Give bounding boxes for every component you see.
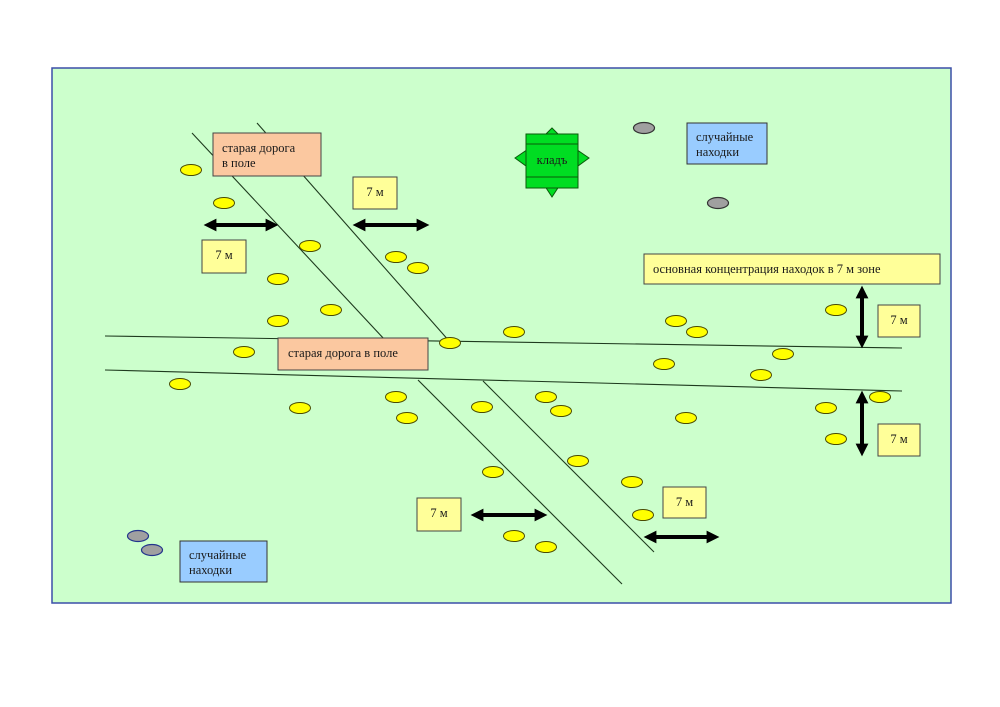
find-marker xyxy=(213,197,235,209)
find-marker xyxy=(815,402,837,414)
random-finds-bottom-line1: случайные xyxy=(189,548,247,562)
find-marker xyxy=(299,240,321,252)
main-concentration-text: основная концентрация находок в 7 м зоне xyxy=(653,262,881,276)
field-area xyxy=(51,67,952,604)
find-marker xyxy=(320,304,342,316)
find-marker xyxy=(825,433,847,445)
road-diagonal-left-edge-lower xyxy=(417,379,623,585)
distance-label-text: 7 м xyxy=(430,506,447,520)
find-marker xyxy=(750,369,772,381)
find-marker xyxy=(535,391,557,403)
random-finds xyxy=(126,121,730,557)
find-marker xyxy=(289,402,311,414)
find-marker xyxy=(869,391,891,403)
finds xyxy=(169,164,891,553)
road-horizontal-bottom-edge xyxy=(104,369,903,392)
distance-label-lower-right: 7 м xyxy=(662,486,707,519)
treasure-marker: кладъ xyxy=(514,127,590,198)
distance-label-text: 7 м xyxy=(676,495,693,509)
find-marker xyxy=(180,164,202,176)
distance-label-text: 7 м xyxy=(890,432,907,446)
find-marker xyxy=(535,541,557,553)
find-marker xyxy=(503,326,525,338)
find-marker xyxy=(675,412,697,424)
find-marker xyxy=(385,251,407,263)
distance-label-right-upper: 7 м xyxy=(877,304,921,338)
distance-arrows xyxy=(203,218,869,544)
find-marker xyxy=(503,530,525,542)
road-horizontal-top-edge xyxy=(104,335,903,349)
distance-labels: 7 м 7 м 7 м 7 м 7 м 7 м xyxy=(201,176,921,532)
road-label-diagonal: старая дорога в поле xyxy=(212,132,322,177)
find-marker xyxy=(396,412,418,424)
distance-label-text: 7 м xyxy=(215,248,232,262)
find-marker xyxy=(169,378,191,390)
find-marker xyxy=(267,315,289,327)
find-marker xyxy=(407,262,429,274)
distance-label-upper-left: 7 м xyxy=(201,239,247,274)
find-marker xyxy=(653,358,675,370)
treasure-label: кладъ xyxy=(537,153,568,167)
random-finds-label-bottom: случайные находки xyxy=(179,540,268,583)
main-concentration-label: основная концентрация находок в 7 м зоне xyxy=(643,253,941,285)
find-marker xyxy=(772,348,794,360)
random-finds-top-line2: находки xyxy=(696,145,739,159)
random-find-marker xyxy=(126,529,150,543)
find-marker xyxy=(686,326,708,338)
road-label-diagonal-line2: в поле xyxy=(222,156,256,170)
find-marker xyxy=(665,315,687,327)
find-marker xyxy=(632,509,654,521)
road-diagonal-right-edge-lower xyxy=(482,380,655,553)
distance-label-text: 7 м xyxy=(366,185,383,199)
distance-label-right-lower: 7 м xyxy=(877,423,921,457)
find-marker xyxy=(825,304,847,316)
random-find-marker xyxy=(706,196,730,210)
road-label-horizontal-text: старая дорога в поле xyxy=(288,346,398,360)
find-marker xyxy=(471,401,493,413)
find-marker xyxy=(267,273,289,285)
random-find-marker xyxy=(632,121,656,135)
road-label-diagonal-line1: старая дорога xyxy=(222,141,296,155)
find-marker xyxy=(385,391,407,403)
random-find-marker xyxy=(140,543,164,557)
find-marker xyxy=(621,476,643,488)
random-finds-label-top: случайные находки xyxy=(686,122,768,165)
road-label-horizontal: старая дорога в поле xyxy=(277,337,429,371)
distance-label-upper-right: 7 м xyxy=(352,176,398,210)
random-finds-bottom-line2: находки xyxy=(189,563,232,577)
find-marker xyxy=(439,337,461,349)
find-marker xyxy=(567,455,589,467)
find-marker xyxy=(233,346,255,358)
distance-label-text: 7 м xyxy=(890,313,907,327)
find-marker xyxy=(482,466,504,478)
find-marker xyxy=(550,405,572,417)
random-finds-top-line1: случайные xyxy=(696,130,754,144)
distance-label-lower-left: 7 м xyxy=(416,497,462,532)
